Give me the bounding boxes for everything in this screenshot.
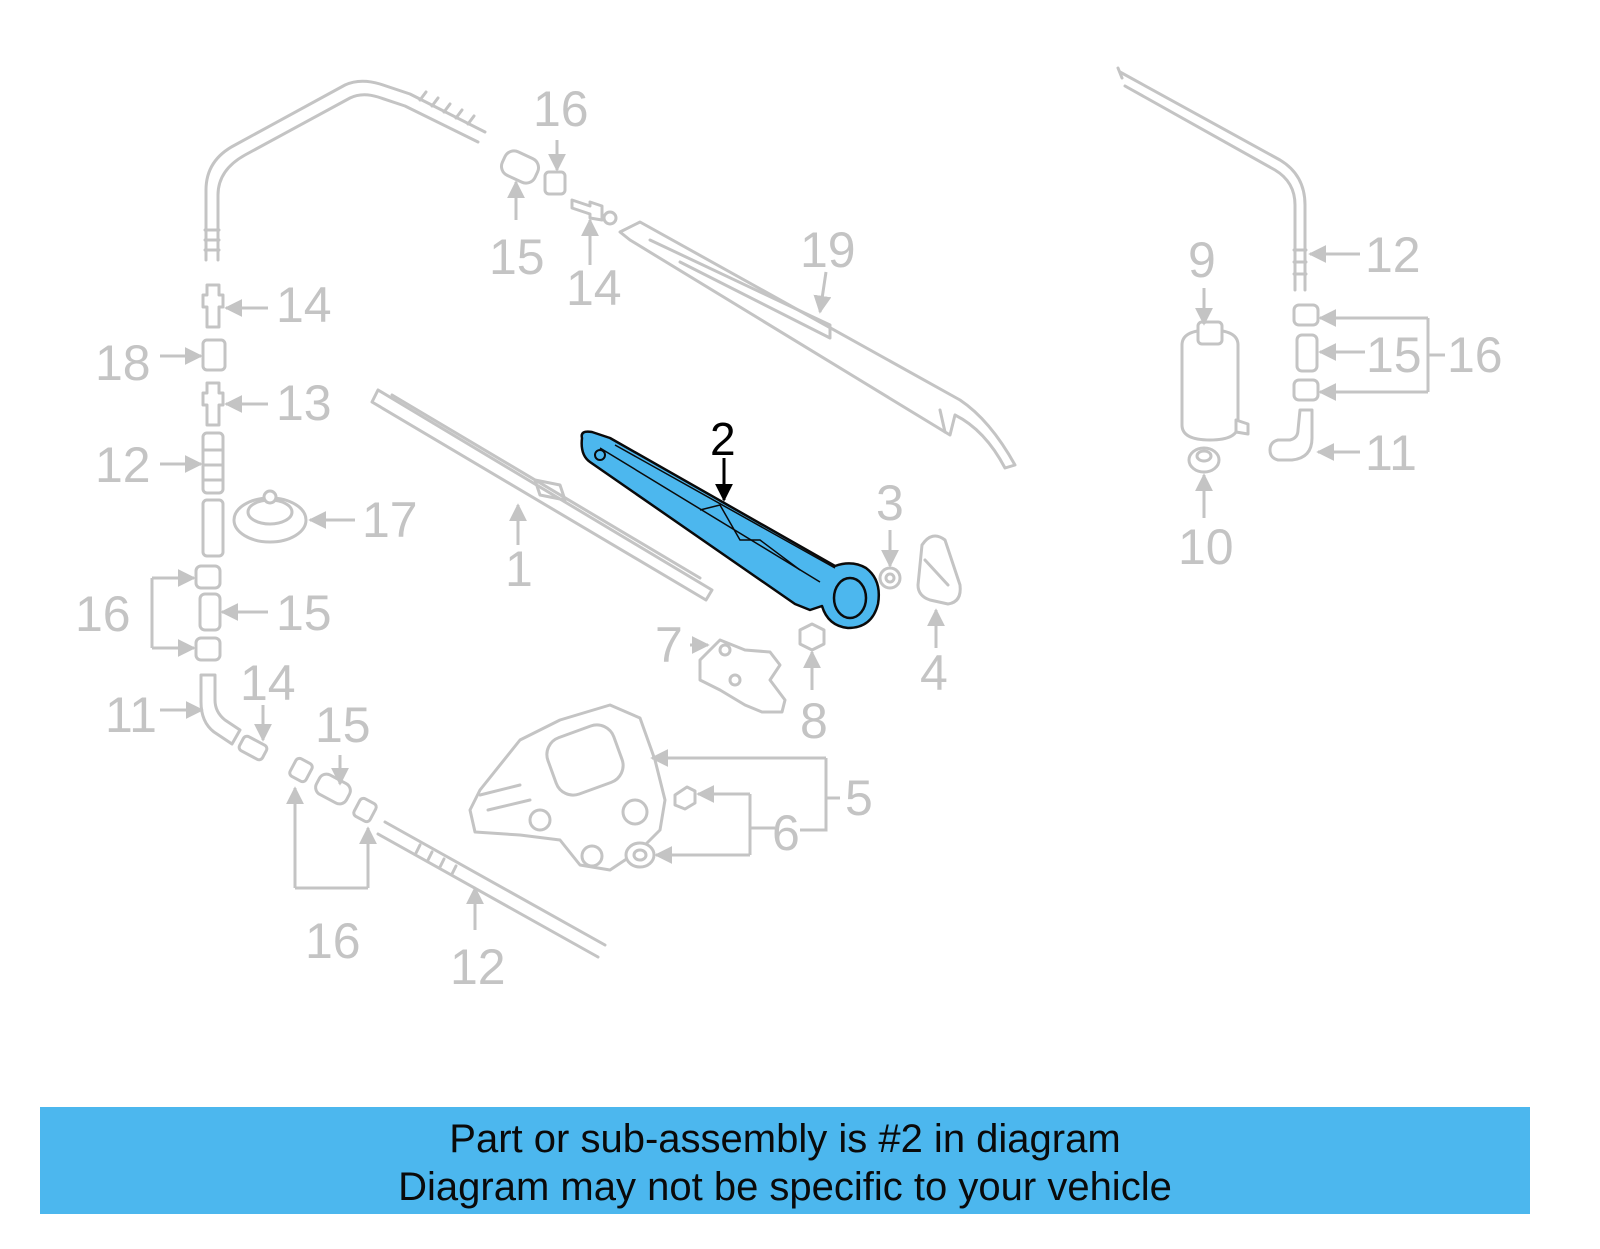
part-9-pump: [1180, 320, 1250, 442]
part-17-cap: [232, 489, 308, 544]
callout-16: 16: [533, 81, 589, 137]
callout-15: 15: [1366, 327, 1422, 383]
callout-3: 3: [876, 475, 904, 531]
info-banner: Part or sub-assembly is #2 in diagram Di…: [40, 1107, 1530, 1214]
right-fittings: [1268, 303, 1320, 462]
callout-10: 10: [1178, 519, 1234, 575]
part-7-bracket: [698, 638, 787, 714]
parts-diagram: 16 15 14 19 14 18 13 12 17 1 16 15 11 14…: [75, 66, 1503, 995]
callout-6: 6: [772, 805, 800, 861]
hose-chain-left: [194, 283, 607, 959]
leader-lines: [150, 140, 1445, 930]
callout-12: 12: [1365, 227, 1421, 283]
washer-hose-right: [1116, 66, 1308, 292]
part-19-cover: [618, 220, 1017, 470]
callout-14: 14: [566, 260, 622, 316]
part-5-motor: [468, 703, 667, 872]
part-8-nut: [798, 622, 826, 652]
callout-16: 16: [1447, 327, 1503, 383]
callout-17: 17: [362, 492, 418, 548]
part-3-nut: [878, 566, 902, 590]
callout-4: 4: [920, 645, 948, 701]
callout-18: 18: [95, 335, 151, 391]
callout-19: 19: [800, 222, 856, 278]
callout-14: 14: [240, 655, 296, 711]
callout-5: 5: [845, 770, 873, 826]
callout-1: 1: [505, 541, 533, 597]
callout-11: 11: [1365, 425, 1417, 481]
callout-15: 15: [276, 585, 332, 641]
part-1-blade: [370, 388, 714, 602]
callout-7: 7: [655, 617, 683, 673]
part-4-cap: [916, 534, 962, 606]
callout-13: 13: [276, 375, 332, 431]
callout-12: 12: [95, 437, 151, 493]
callout-16: 16: [75, 586, 131, 642]
callout-11: 11: [105, 687, 157, 743]
callout-14: 14: [276, 277, 332, 333]
callout-16: 16: [305, 913, 361, 969]
part-6-fasteners: [624, 785, 697, 869]
banner-line-1: Part or sub-assembly is #2 in diagram: [449, 1117, 1121, 1161]
callout-15: 15: [315, 697, 371, 753]
upper-center-fittings: [499, 149, 618, 226]
callout-15: 15: [489, 229, 545, 285]
callout-12: 12: [450, 939, 506, 995]
washer-hose-top-left: [203, 79, 487, 262]
banner-line-2: Diagram may not be specific to your vehi…: [398, 1165, 1172, 1209]
callout-2-highlighted: 2: [710, 413, 736, 465]
part-2-wiper-arm-highlighted: [580, 430, 880, 630]
callout-labels: 16 15 14 19 14 18 13 12 17 1 16 15 11 14…: [75, 81, 1503, 995]
part-10-grommet: [1187, 446, 1221, 474]
callout-9: 9: [1188, 232, 1216, 288]
callout-8: 8: [800, 693, 828, 749]
